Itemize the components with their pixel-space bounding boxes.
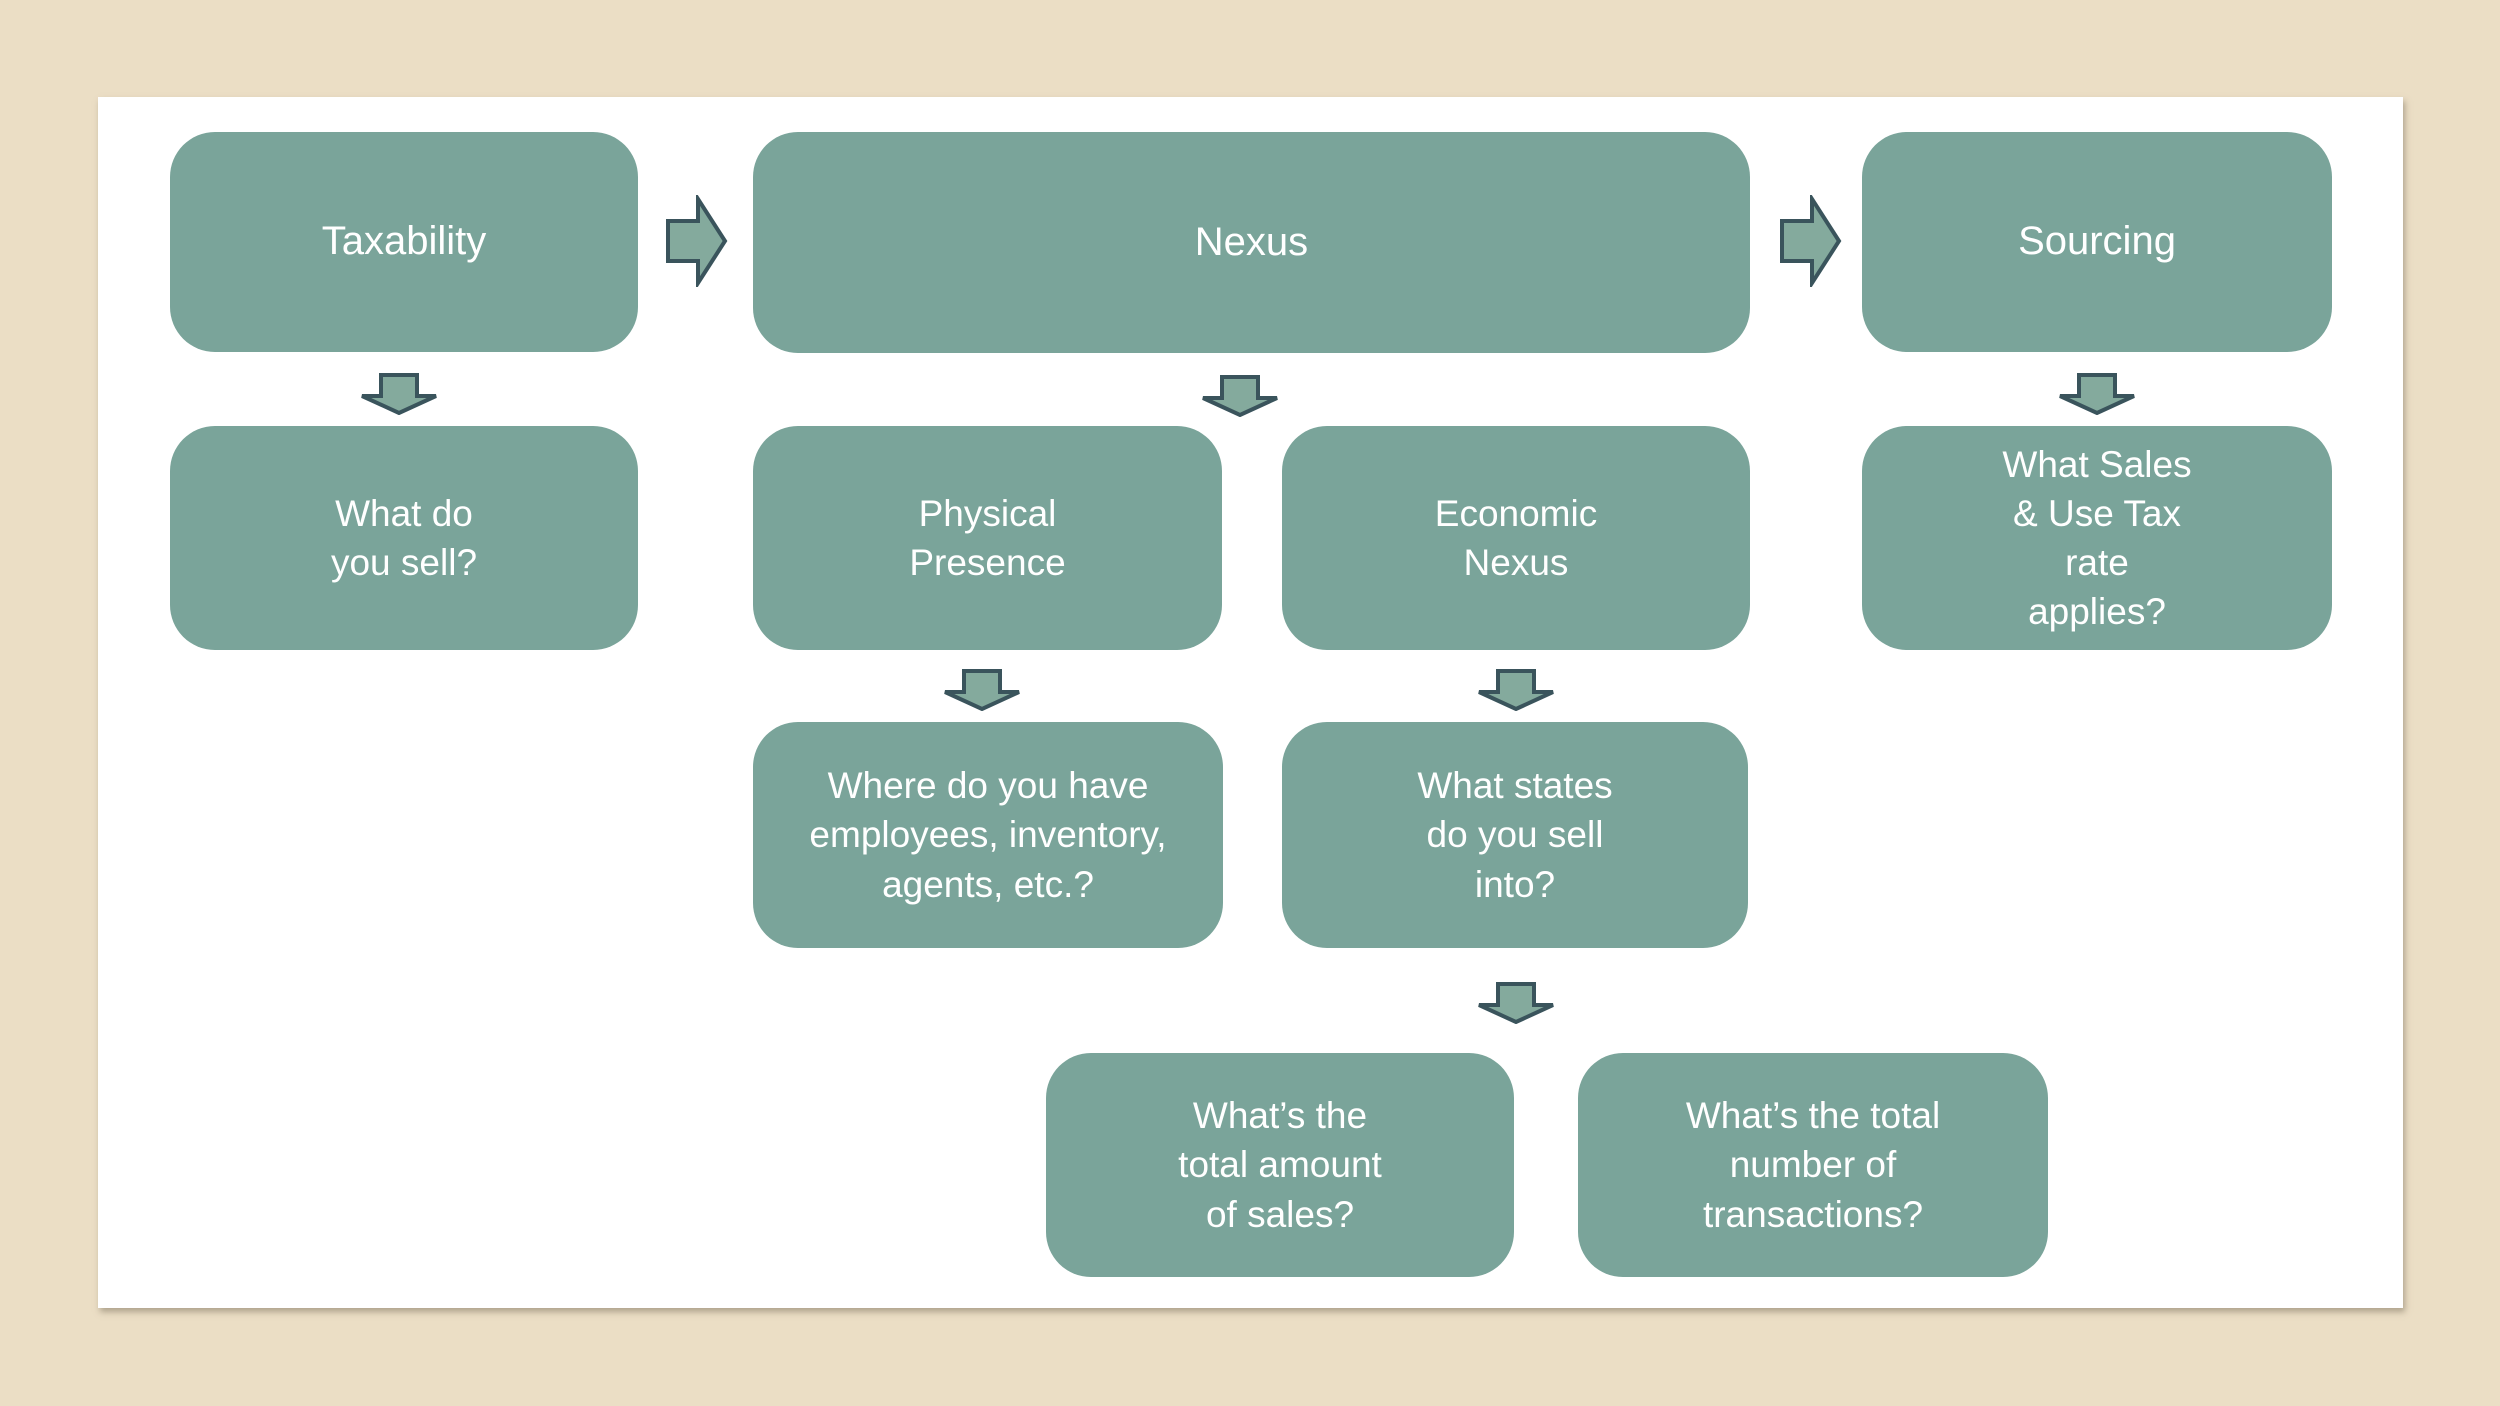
arrow-down-icon bbox=[360, 373, 438, 415]
node-total-number-of-transactions-label: What’s the total number of transactions? bbox=[1685, 1095, 1941, 1235]
node-nexus-label: Nexus bbox=[1194, 219, 1309, 264]
arrow-down-icon bbox=[943, 669, 1021, 711]
node-what-states-label: What states do you sell into? bbox=[1417, 765, 1613, 905]
node-physical-presence-label: Physical Presence bbox=[909, 492, 1066, 583]
node-nexus: Nexus bbox=[753, 132, 1750, 353]
node-what-do-you-sell-label: What do you sell? bbox=[330, 492, 478, 583]
arrow-down-icon bbox=[2058, 373, 2136, 415]
node-economic-nexus-label: Economic Nexus bbox=[1434, 492, 1598, 583]
node-physical-presence: Physical Presence bbox=[753, 426, 1222, 650]
arrow-right-icon bbox=[666, 195, 728, 287]
node-economic-nexus: Economic Nexus bbox=[1282, 426, 1750, 650]
node-what-states: What states do you sell into? bbox=[1282, 722, 1748, 948]
node-taxability-label: Taxability bbox=[321, 219, 487, 264]
arrow-down-icon bbox=[1201, 375, 1279, 417]
arrow-down-icon bbox=[1477, 982, 1555, 1024]
node-total-number-of-transactions: What’s the total number of transactions? bbox=[1578, 1053, 2048, 1277]
node-total-amount-of-sales: What’s the total amount of sales? bbox=[1046, 1053, 1514, 1277]
node-sales-use-tax-rate-label: What Sales & Use Tax rate applies? bbox=[2002, 443, 2192, 633]
node-sourcing-label: Sourcing bbox=[2018, 219, 2176, 264]
node-where-employees: Where do you have employees, inventory, … bbox=[753, 722, 1223, 948]
node-sales-use-tax-rate: What Sales & Use Tax rate applies? bbox=[1862, 426, 2332, 650]
node-taxability: Taxability bbox=[170, 132, 638, 352]
node-where-employees-label: Where do you have employees, inventory, … bbox=[809, 765, 1167, 905]
node-what-do-you-sell: What do you sell? bbox=[170, 426, 638, 650]
node-total-amount-of-sales-label: What’s the total amount of sales? bbox=[1178, 1095, 1382, 1235]
arrow-right-icon bbox=[1780, 195, 1842, 287]
arrow-down-icon bbox=[1477, 669, 1555, 711]
node-sourcing: Sourcing bbox=[1862, 132, 2332, 352]
slide-canvas: Taxability Nexus Sourcing bbox=[98, 97, 2403, 1308]
